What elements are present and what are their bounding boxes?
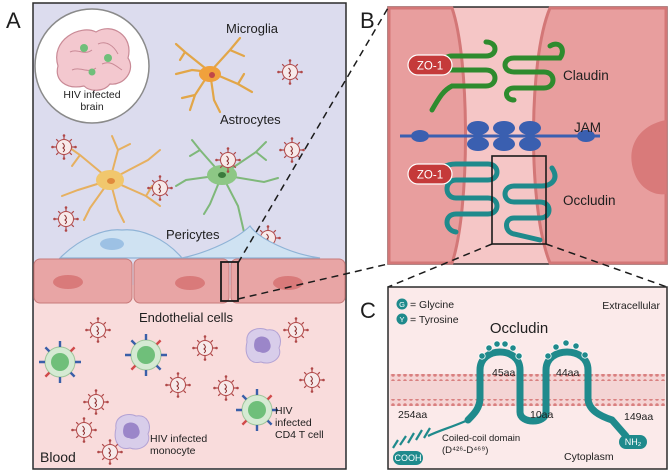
endothelial-layer	[33, 258, 346, 304]
loop-residues	[478, 339, 589, 360]
panel-a-letter: A	[6, 8, 21, 33]
occludin-label: Occludin	[563, 193, 616, 208]
panel-c-letter: C	[360, 298, 376, 323]
link-length-label: 10aa	[530, 409, 554, 421]
coiled-coil-domain	[392, 418, 469, 449]
loop1-label: 45aa	[492, 367, 516, 379]
monocyte-icon	[245, 328, 281, 364]
monocyte-label-line2: monocyte	[150, 445, 196, 457]
tcell-label-line2: infected	[275, 417, 312, 429]
brain-icon	[56, 28, 132, 91]
brain-inset: HIV infected brain	[34, 8, 150, 124]
right-cell-nucleus	[631, 120, 666, 195]
panel-a: HIV infected brain Microglia Astrocytes	[32, 2, 347, 470]
zoom-box-b	[491, 155, 547, 245]
nh2-terminus	[619, 435, 647, 449]
jam-label: JAM	[574, 120, 601, 135]
microglia-cell	[174, 36, 254, 114]
glycine-legend-label: = Glycine	[410, 299, 454, 311]
c-term-length-label: 149aa	[624, 411, 653, 423]
astrocytes-label: Astrocytes	[220, 112, 281, 127]
loop2-label: 44aa	[556, 367, 580, 379]
monocyte-icon	[114, 414, 150, 450]
blood-label: Blood	[40, 449, 76, 465]
claudin-protein	[429, 39, 565, 113]
jam-protein	[400, 121, 600, 151]
tyrosine-symbol: Y	[399, 315, 404, 324]
zo1-badge	[407, 54, 453, 76]
zoom-connectors	[237, 7, 668, 300]
extracellular-label: Extracellular	[602, 300, 660, 312]
panel-b: ZO-1 ZO-1 Claudin JAM Occludin	[387, 6, 668, 265]
tyrosine-legend-label: = Tyrosine	[410, 314, 459, 326]
microglia-label: Microglia	[226, 21, 279, 36]
coiled-coil-label-line2: (D⁴²⁶-D⁴⁶⁹)	[442, 445, 488, 456]
astrocyte-orange-cell	[61, 135, 161, 223]
claudin-label: Claudin	[563, 68, 609, 83]
brain-label-line2: brain	[80, 101, 104, 113]
cooh-terminus	[393, 451, 423, 465]
occludin-topology	[464, 348, 630, 440]
occludin-title: Occludin	[490, 320, 548, 337]
pericyte-nucleus	[100, 238, 124, 250]
zoom-box-a	[220, 261, 239, 302]
glycine-symbol: G	[399, 300, 405, 309]
zo1-label: ZO-1	[417, 170, 443, 182]
glycine-icon	[396, 298, 408, 310]
n-term-length-label: 254aa	[398, 409, 427, 421]
zo1-badge	[407, 163, 453, 185]
cytoplasm-label: Cytoplasm	[564, 451, 614, 463]
brain-label-line1: HIV infected	[63, 89, 120, 101]
zo1-label: ZO-1	[417, 61, 443, 73]
coiled-coil-label-line1: Coiled-coil domain	[442, 433, 520, 444]
tcell-label-line1: HIV	[275, 405, 293, 417]
endothelial-label: Endothelial cells	[139, 310, 233, 325]
astrocyte-green-cell	[175, 139, 279, 249]
nh2-label: NH₂	[625, 437, 642, 447]
pericytes-label: Pericytes	[166, 227, 220, 242]
cooh-label: COOH	[395, 453, 422, 463]
tcell-label-line3: CD4 T cell	[275, 429, 324, 441]
panel-c: G = Glycine Y = Tyrosine Occludin Extrac…	[387, 286, 668, 470]
panel-b-letter: B	[360, 8, 375, 33]
monocyte-label-line1: HIV infected	[150, 433, 207, 445]
tyrosine-icon	[396, 313, 408, 325]
occludin-protein-b	[429, 161, 558, 243]
